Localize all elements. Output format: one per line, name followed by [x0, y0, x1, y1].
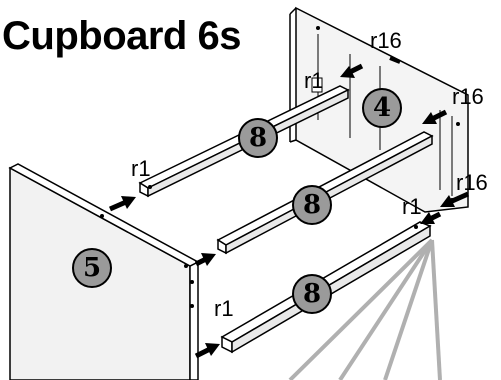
- arrow-r1-bottom: [194, 343, 220, 359]
- leader-lines: [288, 238, 442, 380]
- arrow-r1-top-left: [108, 196, 136, 212]
- rail-top-hole: [148, 185, 152, 189]
- back-panel-hole: [456, 122, 460, 126]
- fitting-label: r16: [456, 170, 488, 195]
- page-title: Cupboard 6s: [2, 14, 241, 58]
- leader-line: [430, 239, 442, 380]
- back-panel-edge: [289, 139, 297, 143]
- arrow-r1-top-back: [340, 63, 364, 78]
- fitting-label: r1: [131, 156, 151, 181]
- side-panel-hole: [100, 214, 104, 218]
- back-panel-hole: [316, 26, 320, 30]
- part-number-badge: 8: [292, 185, 332, 225]
- side-panel-hole: [190, 304, 194, 308]
- part-number-badge: 5: [72, 248, 112, 288]
- side-panel-edge: [189, 260, 199, 380]
- fitting-label: r1: [214, 296, 234, 321]
- arrow-r16-mid: [422, 109, 448, 124]
- back-panel-edge: [289, 7, 297, 15]
- arrow-r16-top: [389, 56, 401, 64]
- fitting-label: r16: [370, 28, 402, 53]
- side-panel-hole: [184, 264, 188, 268]
- part-number-badge: 4: [362, 88, 402, 128]
- leader-line: [338, 238, 434, 380]
- arrows: [108, 56, 470, 359]
- side-panel-hole: [190, 280, 194, 284]
- part-number-badge: 8: [238, 118, 278, 158]
- arrow-mid-left: [194, 253, 216, 267]
- back-panel-slot: [311, 77, 323, 93]
- leader-line: [383, 239, 434, 380]
- fitting-label: r1: [402, 194, 422, 219]
- rail-bottom-hole: [414, 225, 418, 229]
- part-number-badge: 8: [292, 274, 332, 314]
- fitting-label: r1: [304, 68, 324, 93]
- fitting-label: r16: [452, 84, 484, 109]
- arrow-r16-low: [440, 191, 470, 207]
- arrow-r1-right: [420, 211, 442, 224]
- leader-line: [288, 238, 434, 380]
